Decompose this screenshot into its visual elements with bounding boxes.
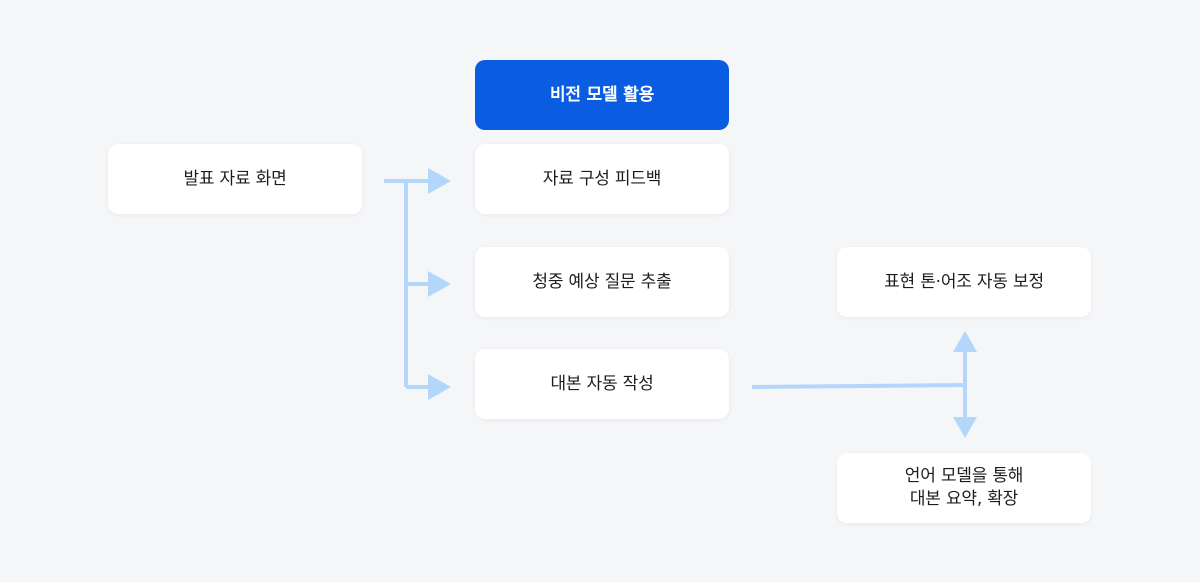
arrow-down-to-lm	[953, 417, 977, 438]
node-label: 표현 톤·어조 자동 보정	[884, 271, 1044, 292]
node-label-line2: 대본 요약, 확장	[909, 489, 1019, 509]
node-tone-correction: 표현 톤·어조 자동 보정	[837, 247, 1091, 317]
node-label-line1: 언어 모델을 통해	[904, 466, 1024, 486]
node-label: 비전 모델 활용	[549, 84, 655, 105]
node-label-group: 언어 모델을 통해 대본 요약, 확장	[905, 465, 1024, 511]
node-audience-question-extraction: 청중 예상 질문 추출	[475, 247, 729, 317]
arrow-to-feedback	[428, 168, 451, 194]
node-material-feedback: 자료 구성 피드백	[475, 144, 729, 214]
node-label: 청중 예상 질문 추출	[532, 271, 672, 292]
node-auto-script: 대본 자동 작성	[475, 349, 729, 419]
node-language-model-summary: 언어 모델을 통해 대본 요약, 확장	[837, 453, 1091, 523]
node-label: 발표 자료 화면	[183, 168, 287, 189]
arrow-to-qa	[428, 271, 451, 297]
node-label: 자료 구성 피드백	[542, 168, 662, 189]
node-presentation-screen: 발표 자료 화면	[108, 144, 362, 214]
arrow-up-to-tone	[953, 331, 977, 352]
node-label: 대본 자동 작성	[550, 373, 654, 394]
node-vision-model-header: 비전 모델 활용	[475, 60, 729, 130]
connector-script-right	[751, 383, 967, 389]
arrow-to-script	[428, 374, 451, 400]
